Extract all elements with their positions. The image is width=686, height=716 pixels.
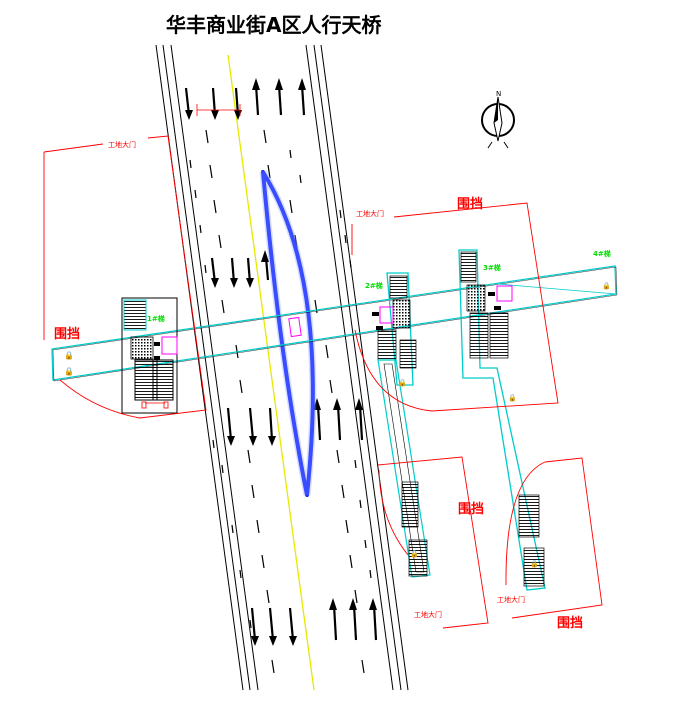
dimension-mark [196, 104, 241, 116]
svg-text:🔒: 🔒 [530, 560, 539, 568]
hoarding-lines [43, 135, 603, 629]
svg-text:🔒: 🔒 [602, 282, 611, 290]
stair-2: 🔒 🔒 [372, 272, 431, 578]
north-arrow-icon: N [481, 90, 515, 149]
svg-text:🔒: 🔒 [398, 379, 407, 387]
gate-label-top-left: 工地大门 [108, 140, 136, 149]
stair-3: 🔒 🔒 🔒 [458, 249, 611, 591]
hoarding-label-bottom: 围挡 [557, 615, 583, 631]
svg-text:🔒: 🔒 [64, 367, 74, 376]
svg-text:🔒: 🔒 [410, 550, 419, 558]
stair-3-label: 3#梯 [483, 263, 501, 272]
hoarding-label-right-mid: 围挡 [458, 501, 484, 517]
traffic-arrows [184, 78, 378, 646]
gate-label-bottom-right: 工地大门 [497, 595, 525, 604]
hoarding-label-left: 围挡 [54, 326, 80, 342]
hoarding-label-right-top: 围挡 [457, 196, 483, 212]
stair-2-label: 2#梯 [365, 281, 383, 290]
gate-label-right-top: 工地大门 [356, 209, 384, 218]
stair-1: 🔒 🔒 [64, 297, 178, 414]
gate-label-bottom-mid: 工地大门 [414, 610, 442, 619]
stair-1-label: 1#梯 [147, 314, 165, 323]
stair-4-label: 4#梯 [593, 249, 611, 258]
drawing-title: 华丰商业街A区人行天桥 [166, 13, 382, 37]
traffic-control-curve [261, 170, 315, 497]
bridge-deck [51, 265, 618, 382]
center-line [227, 54, 315, 691]
svg-text:🔒: 🔒 [64, 351, 74, 360]
road [155, 44, 409, 691]
lane-markings [189, 129, 372, 674]
svg-text:🔒: 🔒 [508, 394, 517, 402]
north-label: N [496, 90, 501, 98]
